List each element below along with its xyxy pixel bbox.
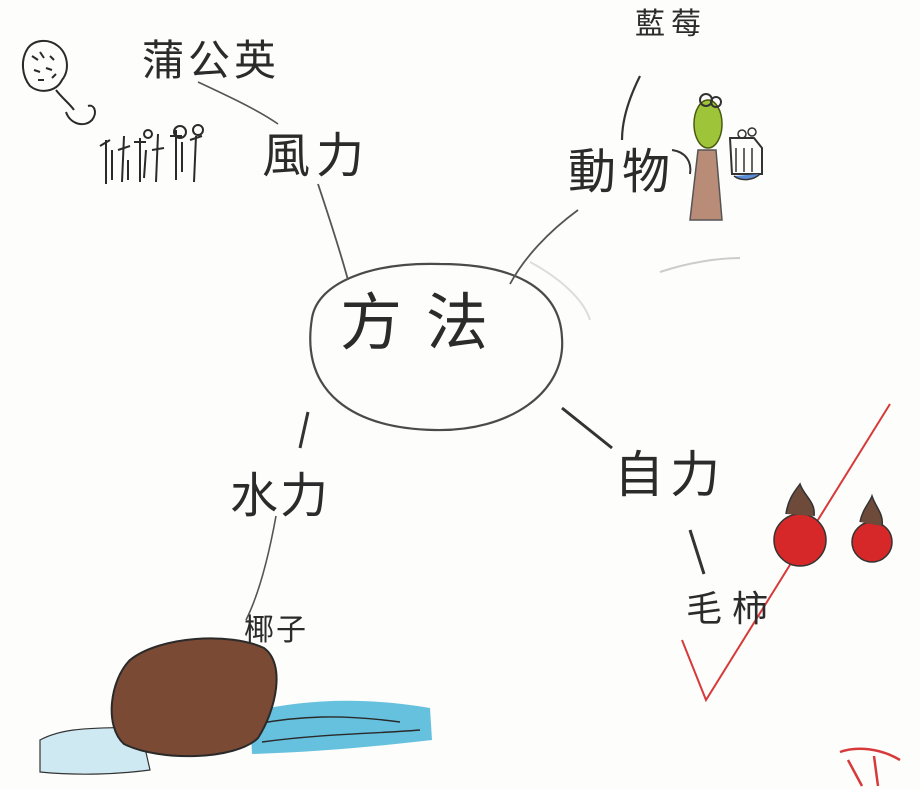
branch-water-label: 水力 [230,468,331,524]
connector-self [561,406,613,450]
check-mark-icon [681,403,891,703]
center-oval [309,262,564,432]
coconut-icon [110,637,278,758]
branch-animal-label: 動物 [568,144,677,200]
branch-self-label: 自力 [614,446,726,504]
dandelion-label: 蒲公英 [142,36,281,85]
persimmon-label: 毛柿 [686,589,779,630]
blueberry-plant-icon [671,93,763,221]
connector-animal [509,209,579,285]
connector-water-example [245,515,277,621]
grade-mark-icon [839,747,901,787]
connector-wind [317,183,349,281]
erased-mark [659,257,741,273]
persimmon-icon [773,482,893,567]
connector-animal-example [620,75,641,141]
branch-wind-label: 風力 [262,128,371,184]
erased-mark [529,261,591,321]
blueberry-label: 藍莓 [635,7,707,42]
dandelion-icon [22,40,204,184]
water-waves [39,700,432,775]
connector-wind-example [197,81,279,125]
connector-water [298,411,310,449]
connector-self-example [688,529,706,575]
center-label: 方法 [340,286,513,359]
coconut-label: 椰子 [244,613,308,648]
